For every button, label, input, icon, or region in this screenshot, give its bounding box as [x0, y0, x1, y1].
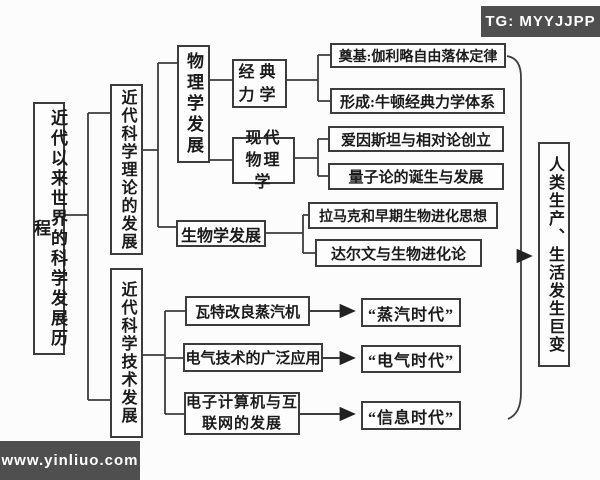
darwin-leaf: 达尔文与生物进化论: [315, 239, 482, 267]
root-node: 近代以来世界的科学发展历程: [31, 102, 67, 355]
quantum-leaf: 量子论的诞生与发展: [328, 163, 504, 190]
theory-branch-node: 近代科学理论的发展: [110, 84, 143, 255]
newton-leaf: 形成:牛顿经典力学体系: [330, 88, 505, 114]
site-watermark-badge: www.yinliuo.com: [0, 441, 140, 480]
electric-age-node: “电气时代”: [361, 345, 461, 373]
modern-physics-node: 现代物理学: [232, 130, 295, 191]
outcome-node: 人类生产、生活发生巨变: [538, 142, 570, 367]
tech-branch-node: 近代科学技术发展: [110, 268, 143, 438]
info-age-node: “信息时代”: [361, 401, 461, 430]
lamarck-leaf: 拉马克和早期生物进化思想: [308, 202, 498, 229]
classical-mechanics-node: 经典力学: [232, 59, 287, 108]
tg-watermark-badge: TG: MYYJJPP: [481, 6, 600, 37]
einstein-leaf: 爱因斯坦与相对论创立: [328, 126, 504, 152]
steam-age-node: “蒸汽时代”: [361, 298, 461, 327]
watt-node: 瓦特改良蒸汽机: [185, 296, 310, 326]
electric-tech-node: 电气技术的广泛应用: [183, 343, 323, 372]
galileo-leaf: 奠基:伽利略自由落体定律: [330, 43, 506, 68]
physics-node: 物理学发展: [177, 45, 210, 163]
computer-node: 电子计算机与互联网的发展: [184, 392, 300, 435]
biology-node: 生物学发展: [176, 220, 266, 247]
